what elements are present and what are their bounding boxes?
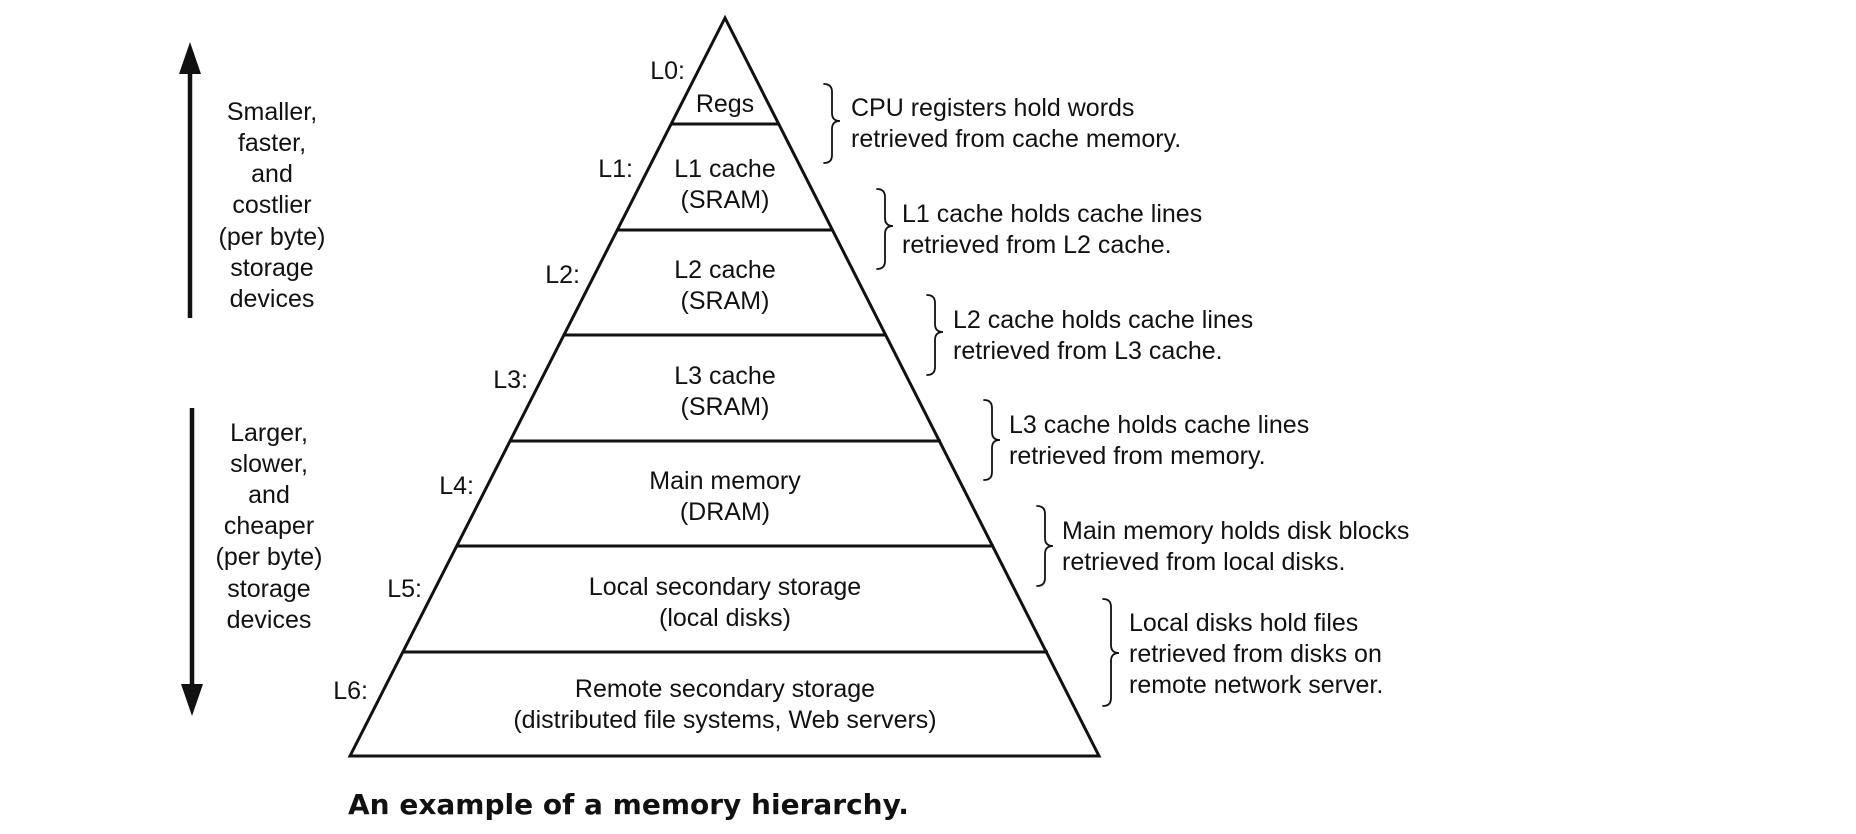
description-L5-line: remote network server. bbox=[1129, 671, 1383, 699]
up-note-line: faster, bbox=[238, 129, 306, 157]
level-tags: L0: L1: L2: L3: L4: L5: L6: bbox=[333, 57, 685, 705]
up-note-line: devices bbox=[230, 285, 315, 313]
brace-L3 bbox=[983, 399, 1001, 481]
level-L1-line: L1 cache bbox=[674, 155, 775, 183]
down-note-line: slower, bbox=[230, 450, 308, 478]
level-L5-line: (local disks) bbox=[659, 604, 791, 632]
level-tag-L5: L5: bbox=[387, 575, 422, 603]
brace-L5 bbox=[1102, 598, 1120, 707]
brace-L1 bbox=[876, 188, 894, 270]
level-L2-line: L2 cache bbox=[674, 256, 775, 284]
level-L1-line: (SRAM) bbox=[681, 186, 770, 214]
level-L6-line: Remote secondary storage bbox=[575, 675, 875, 703]
down-note-line: Larger, bbox=[230, 419, 308, 447]
level-tag-L6: L6: bbox=[333, 677, 368, 705]
down-note-line: (per byte) bbox=[216, 543, 323, 571]
descriptions: CPU registers hold words retrieved from … bbox=[851, 94, 1409, 699]
brace-L2 bbox=[926, 294, 944, 376]
description-L5-line: Local disks hold files bbox=[1129, 609, 1358, 637]
up-note-line: costlier bbox=[232, 191, 311, 219]
level-L3-line: L3 cache bbox=[674, 362, 775, 390]
level-L3-line: (SRAM) bbox=[681, 393, 770, 421]
level-contents: Regs L1 cache (SRAM) L2 cache (SRAM) L3 … bbox=[513, 90, 936, 734]
level-L6-line: (distributed file systems, Web servers) bbox=[513, 706, 936, 734]
figure-caption: An example of a memory hierarchy. bbox=[348, 788, 909, 821]
description-L2-line: L2 cache holds cache lines bbox=[953, 306, 1253, 334]
up-note-line: and bbox=[251, 160, 293, 188]
level-L4-line: (DRAM) bbox=[680, 498, 770, 526]
description-L3-line: L3 cache holds cache lines bbox=[1009, 411, 1309, 439]
description-L5-line: retrieved from disks on bbox=[1129, 640, 1382, 668]
down-note-line: devices bbox=[227, 606, 312, 634]
brace-L4 bbox=[1036, 505, 1054, 587]
level-tag-L2: L2: bbox=[545, 261, 580, 289]
down-note-line: storage bbox=[227, 575, 310, 603]
down-note: Larger, slower, and cheaper (per byte) s… bbox=[216, 419, 323, 634]
description-L4-line: Main memory holds disk blocks bbox=[1062, 517, 1409, 545]
level-L4-line: Main memory bbox=[649, 467, 801, 495]
down-note-line: and bbox=[248, 481, 290, 509]
pyramid-outline bbox=[347, 14, 1102, 758]
level-L2-line: (SRAM) bbox=[681, 287, 770, 315]
down-note-line: cheaper bbox=[224, 512, 314, 540]
level-L0-line: Regs bbox=[696, 90, 754, 118]
description-L1-line: L1 cache holds cache lines bbox=[902, 200, 1202, 228]
up-note-line: Smaller, bbox=[227, 98, 317, 126]
level-tag-L4: L4: bbox=[439, 472, 474, 500]
level-tag-L0: L0: bbox=[650, 57, 685, 85]
up-note-line: storage bbox=[230, 254, 313, 282]
up-arrow bbox=[179, 42, 201, 318]
level-L5-line: Local secondary storage bbox=[589, 573, 861, 601]
up-note: Smaller, faster, and costlier (per byte)… bbox=[219, 98, 326, 313]
braces bbox=[823, 83, 1120, 707]
description-L0-line: CPU registers hold words bbox=[851, 94, 1134, 122]
level-tag-L1: L1: bbox=[598, 155, 633, 183]
down-arrow bbox=[181, 408, 203, 716]
description-L2-line: retrieved from L3 cache. bbox=[953, 337, 1223, 365]
level-tag-L3: L3: bbox=[493, 366, 528, 394]
description-L4-line: retrieved from local disks. bbox=[1062, 548, 1345, 576]
description-L0-line: retrieved from cache memory. bbox=[851, 125, 1181, 153]
pyramid bbox=[347, 14, 1102, 758]
up-note-line: (per byte) bbox=[219, 223, 326, 251]
description-L1-line: retrieved from L2 cache. bbox=[902, 231, 1172, 259]
brace-L0 bbox=[823, 83, 841, 164]
description-L3-line: retrieved from memory. bbox=[1009, 442, 1266, 470]
